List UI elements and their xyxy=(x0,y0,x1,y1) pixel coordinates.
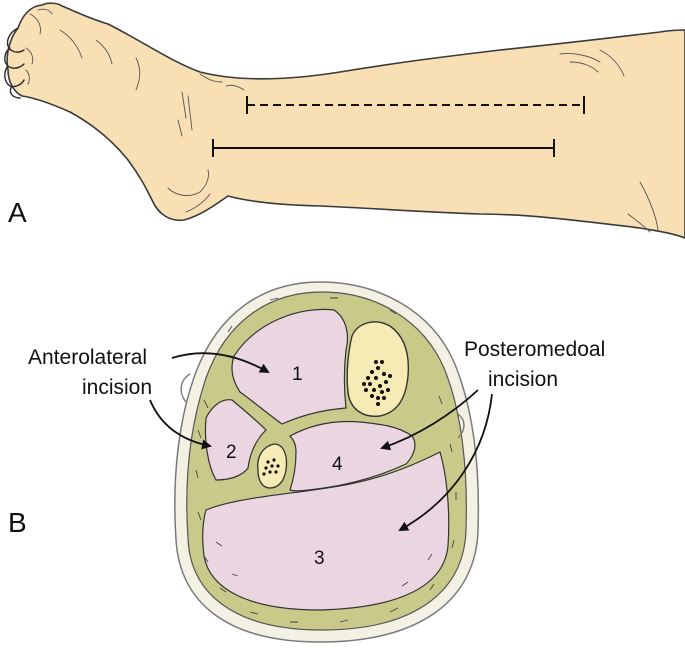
compartment-label-4: 4 xyxy=(332,454,343,475)
posteromedial-incision-label-line1: Posteromedoal xyxy=(464,338,605,361)
panel-b: 1 2 3 4 Anterolateral incision Posterome… xyxy=(8,282,605,642)
panel-letter-b: B xyxy=(8,507,27,538)
compartment-label-3: 3 xyxy=(314,548,325,569)
panel-letter-a: A xyxy=(8,197,27,228)
compartment-label-2: 2 xyxy=(226,442,237,463)
leg-skin xyxy=(7,3,685,238)
compartment-label-1: 1 xyxy=(292,364,303,385)
anterolateral-incision-label-line2: incision xyxy=(82,376,152,399)
panel-a: A xyxy=(5,3,685,238)
posteromedial-incision-label-line2: incision xyxy=(488,368,558,391)
anterolateral-incision-label-line1: Anterolateral xyxy=(28,346,147,369)
